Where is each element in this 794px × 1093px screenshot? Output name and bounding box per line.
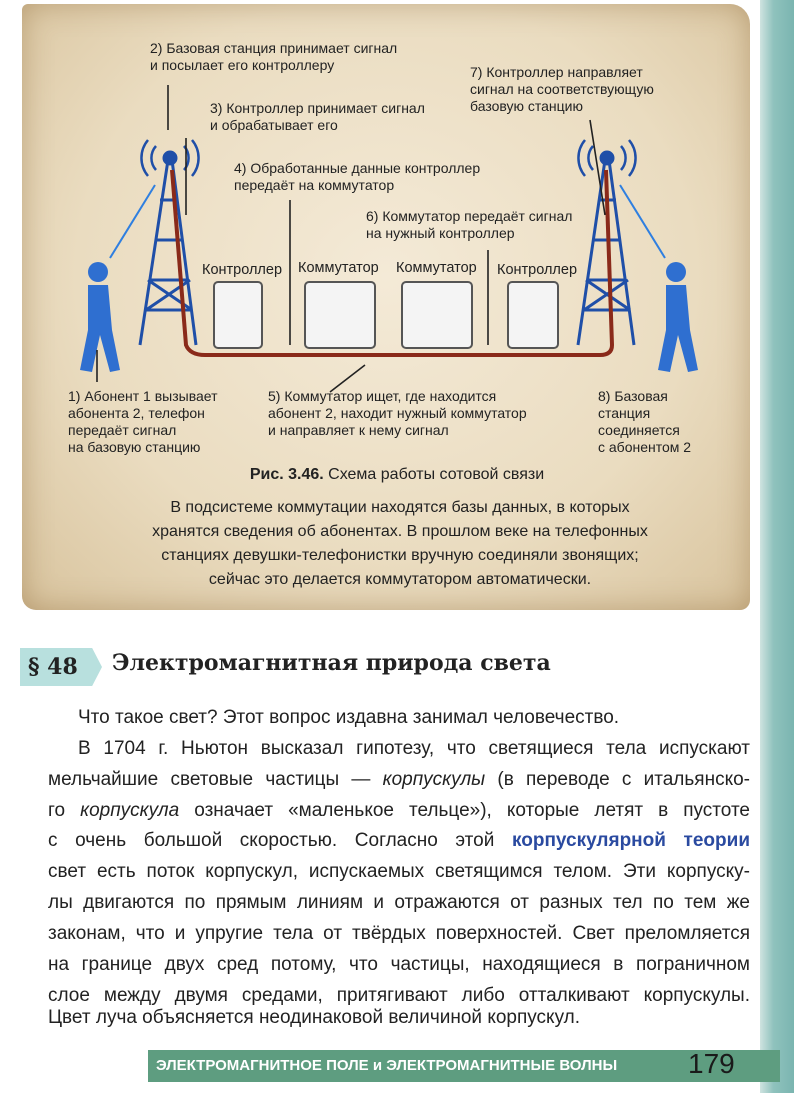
page-edge	[760, 0, 794, 1093]
box-label-controller-1: Контроллер	[202, 262, 283, 278]
box-label-switch-1: Коммутатор	[298, 260, 379, 276]
diagram-graphics	[80, 85, 698, 393]
term-corpuscles: корпускулы	[382, 769, 486, 790]
paragraph-line: В 1704 г. Ньютон высказал гипотезу, что …	[78, 738, 750, 759]
term-corpuscular-theory: корпускулярной теории	[511, 830, 751, 851]
chapter-footer: ЭЛЕКТРОМАГНИТНОЕ ПОЛЕ и ЭЛЕКТРОМАГНИТНЫЕ…	[148, 1050, 780, 1082]
paragraph-line: на границе двух сред потому, что частицы…	[48, 954, 750, 975]
paragraph-line: Что такое свет? Этот вопрос издавна зани…	[78, 707, 620, 728]
wireless-arrows	[109, 184, 666, 259]
box-label-controller-2: Контроллер	[497, 262, 578, 278]
person-right-icon	[658, 262, 698, 372]
figure-caption: Рис. 3.46. Схема работы сотовой связи	[249, 466, 545, 483]
paragraph-line: свет есть поток корпускул, испускаемых с…	[48, 861, 750, 882]
page-number: 179	[688, 1048, 735, 1079]
section-title: Электромагнитная природа света	[112, 650, 551, 676]
paragraph-line: слое между двумя средами, притягивают ли…	[48, 985, 750, 1006]
server-boxes	[213, 281, 559, 349]
term-corpuscle: корпускула	[80, 800, 180, 821]
paragraph-line: Цвет луча объясняется неодинаковой велич…	[48, 1007, 581, 1028]
paragraph-line: го корпускула означает «маленькое тельце…	[48, 800, 750, 821]
person-left-icon	[80, 262, 120, 372]
pointer-arrows	[96, 85, 606, 393]
box-label-switch-2: Коммутатор	[396, 260, 477, 276]
signal-cable	[170, 169, 615, 357]
paragraph-line: мельчайшие световые частицы — корпускулы…	[48, 769, 750, 790]
section-number: § 48	[20, 648, 102, 686]
paragraph-line: законам, что и упругие тела от твёрдых п…	[48, 923, 750, 944]
tower-left-icon	[138, 139, 200, 346]
figure-note: В подсистеме коммутации находятся базы д…	[152, 499, 648, 588]
paragraph-line: лы двигаются по прямым линиям и отражают…	[48, 892, 750, 913]
paragraph-line: с очень большой скоростью. Согласно этой…	[48, 830, 751, 851]
